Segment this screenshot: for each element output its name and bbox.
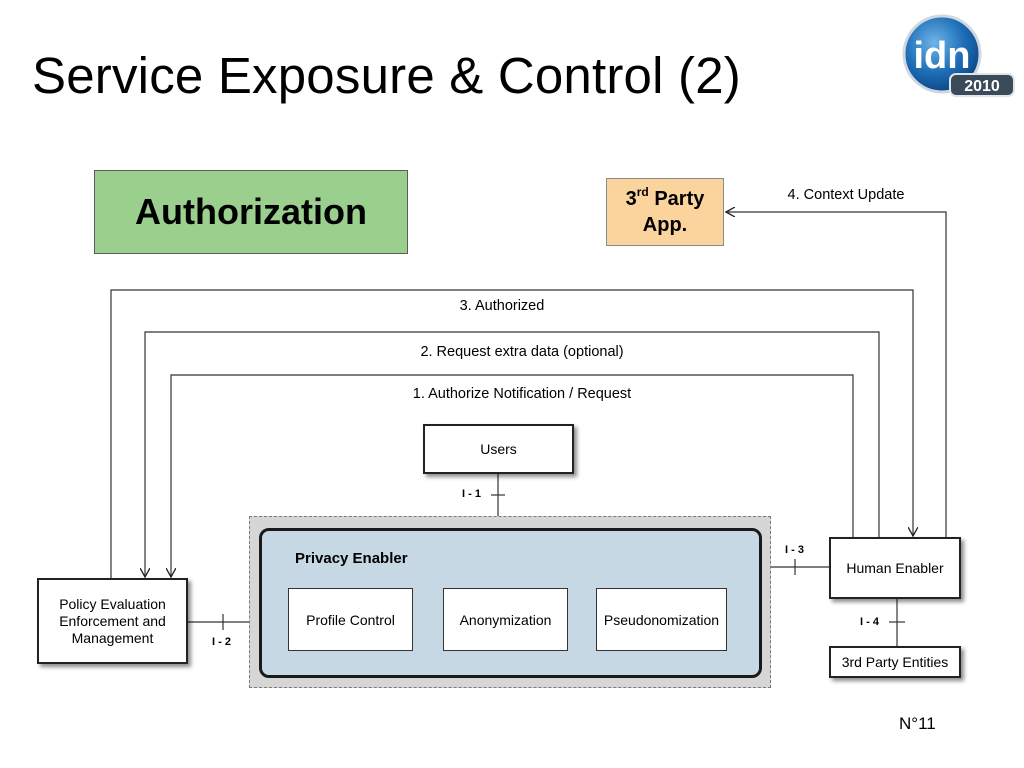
- policy-line3: Management: [71, 629, 154, 646]
- pseudonomization-label: Pseudonomization: [603, 611, 720, 628]
- interface-i1-label: I - 1: [462, 488, 481, 500]
- policy-evaluation-box: Policy Evaluation Enforcement and Manage…: [37, 578, 188, 664]
- privacy-enabler-title: Privacy Enabler: [295, 550, 408, 567]
- third-party-entities-box: 3rd Party Entities: [829, 646, 961, 678]
- profile-control-label: Profile Control: [306, 611, 395, 628]
- interface-i3-label: I - 3: [785, 544, 804, 556]
- third-party-entities-label: 3rd Party Entities: [841, 653, 949, 670]
- logo-year: 2010: [964, 78, 1000, 95]
- third-party-app-line2: App.: [642, 214, 688, 236]
- third-party-app-box: 3rd Party App.: [606, 178, 724, 246]
- flow-request-extra: [145, 331, 880, 577]
- flow-authorize-notification: [171, 374, 854, 577]
- authorization-box: Authorization: [94, 170, 408, 254]
- anonymization-label: Anonymization: [459, 611, 552, 628]
- label-context-update: 4. Context Update: [787, 187, 905, 203]
- authorization-label: Authorization: [135, 191, 367, 232]
- anonymization-box: Anonymization: [443, 588, 568, 651]
- label-authorized: 3. Authorized: [459, 298, 545, 314]
- page-title: Service Exposure & Control (2): [32, 47, 741, 104]
- logo-text: idn: [914, 35, 971, 77]
- human-enabler-label: Human Enabler: [846, 559, 944, 576]
- users-label: Users: [480, 440, 517, 457]
- idn-2010-logo: idn 2010: [902, 14, 1015, 97]
- label-authorize-notification: 1. Authorize Notification / Request: [412, 386, 632, 402]
- third-party-app-line1: 3rd Party: [625, 185, 705, 210]
- flow-authorized: [110, 289, 913, 578]
- profile-control-box: Profile Control: [288, 588, 413, 651]
- human-enabler-box: Human Enabler: [829, 537, 961, 599]
- policy-line1: Policy Evaluation: [59, 595, 166, 612]
- flow-context-update: [726, 212, 947, 537]
- page-number: N°11: [899, 714, 936, 733]
- policy-line2: Enforcement and: [59, 612, 166, 629]
- interface-i2-label: I - 2: [212, 636, 231, 648]
- users-box: Users: [423, 424, 574, 474]
- pseudonomization-box: Pseudonomization: [596, 588, 727, 651]
- label-request-extra: 2. Request extra data (optional): [420, 344, 624, 360]
- interface-i4-label: I - 4: [860, 616, 879, 628]
